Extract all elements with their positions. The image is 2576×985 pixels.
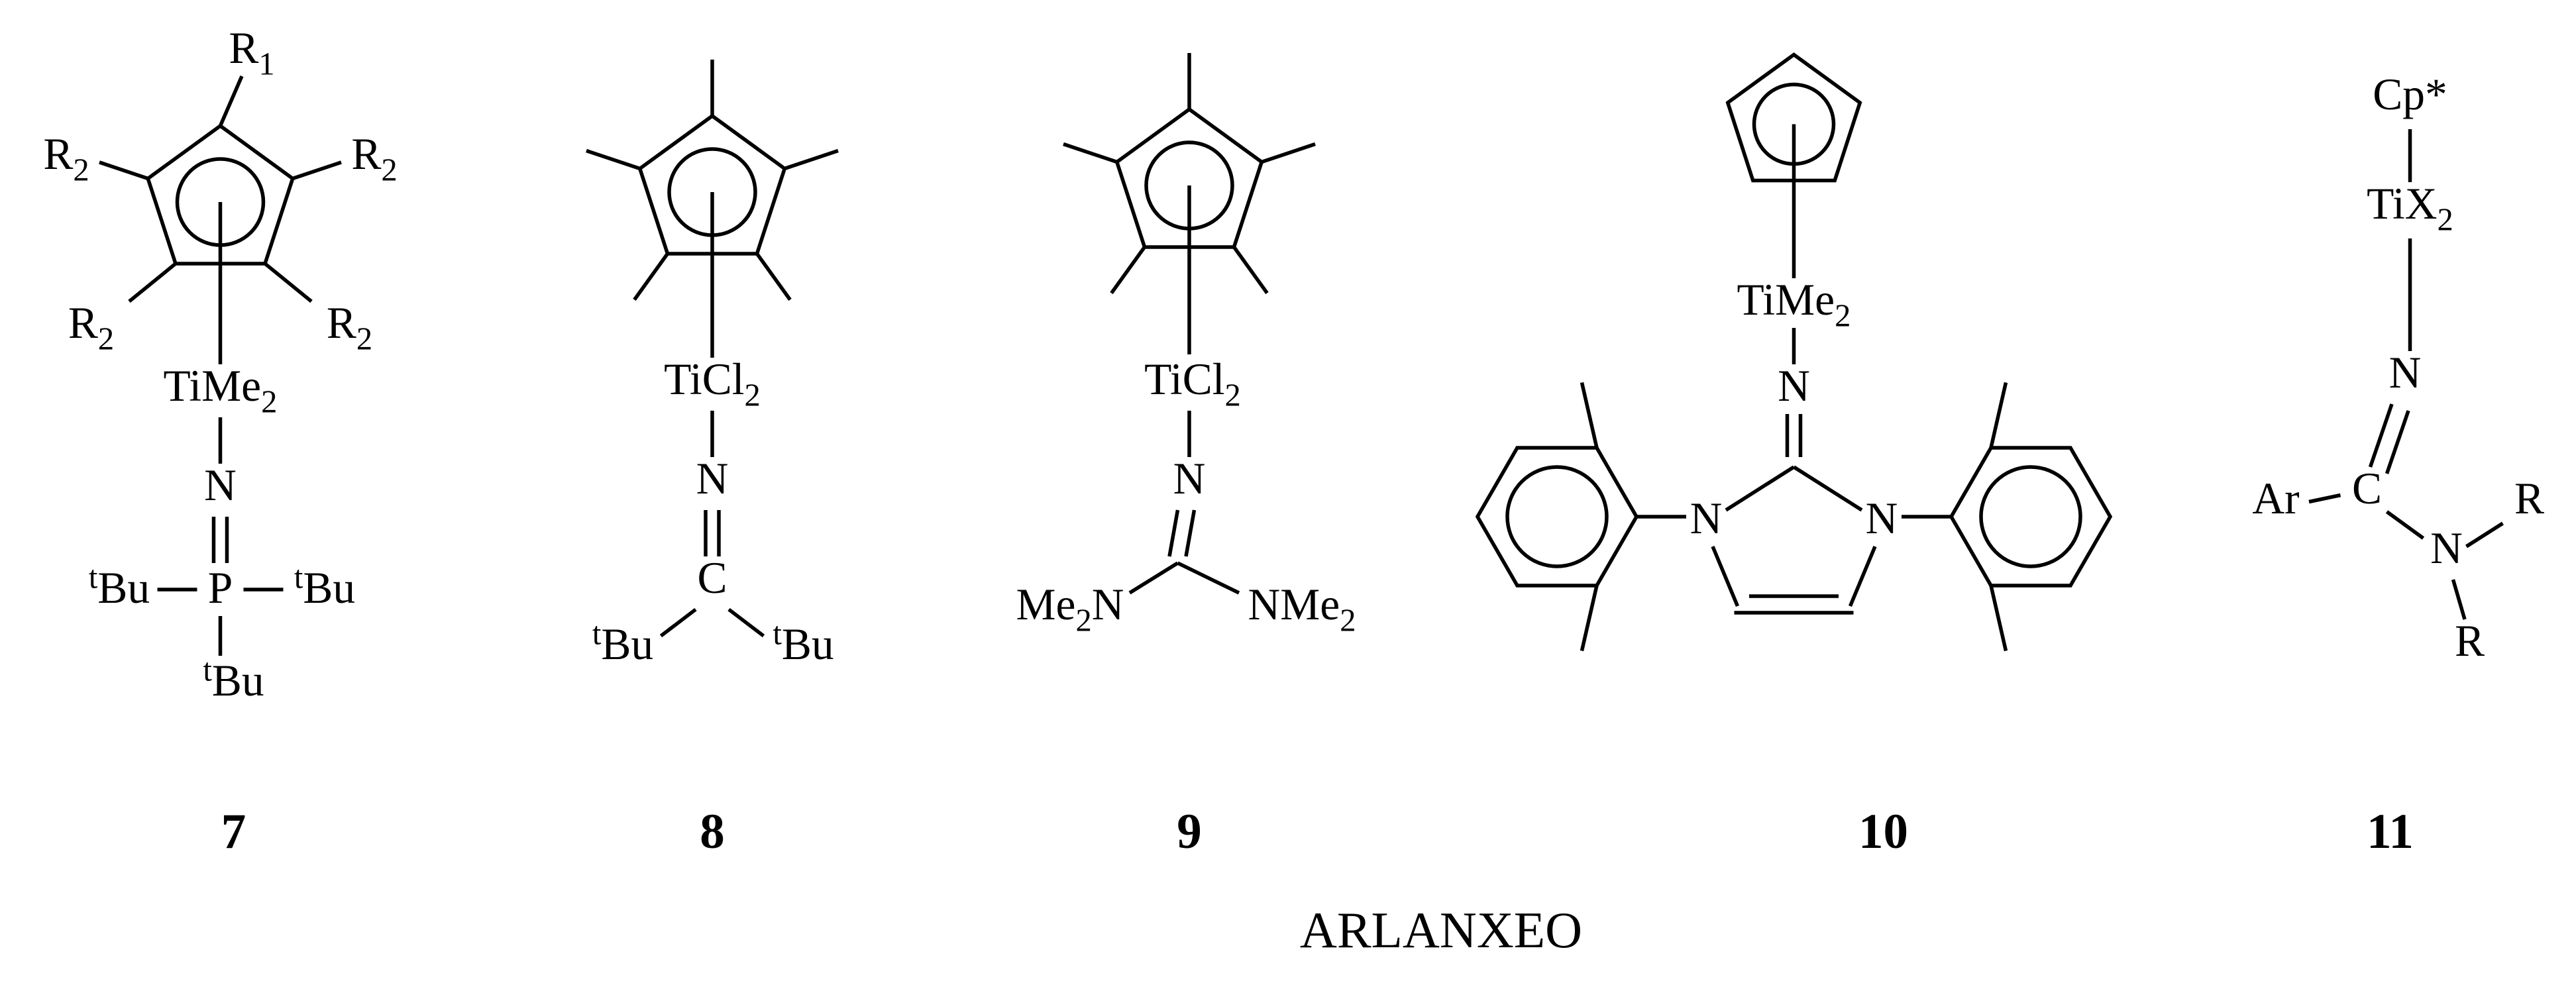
s9-nme2-right-label: NMe2: [1248, 580, 1356, 639]
s11-metal-label: TiX2: [2367, 179, 2453, 238]
structure-9-bonds: [1063, 53, 1316, 595]
s11-imine-nitrogen-label: N: [2389, 348, 2422, 397]
s11-r-lower-label: R: [2455, 616, 2485, 666]
structure-11: Cp* TiX2 N C Ar N R R 11: [2252, 70, 2544, 859]
s7-r2-upper-right-label: R2: [351, 129, 397, 188]
structure-8-bonds: [586, 60, 839, 638]
s8-nitrogen-label: N: [696, 454, 729, 503]
structure-10-bonds: [1475, 52, 2113, 652]
structure-8: TiCl2 N C tBu tBu 8: [586, 60, 839, 859]
s8-tbu-right-label: tBu: [773, 616, 833, 669]
s11-carbon-label: C: [2352, 464, 2382, 513]
s11-number: 11: [2367, 804, 2414, 859]
s9-nme2-left-label: Me2N: [1016, 580, 1124, 639]
aromatic-circle: [1505, 465, 1609, 568]
s7-number: 7: [221, 804, 246, 859]
s10-metal-label: TiMe2: [1737, 275, 1851, 334]
scheme-caption: ARLANXEO: [1300, 902, 1582, 959]
s11-r-upper-label: R: [2514, 474, 2544, 523]
s8-tbu-left-label: tBu: [592, 616, 653, 669]
s9-nitrogen-label: N: [1173, 454, 1206, 503]
structure-7-bonds: [99, 75, 342, 656]
s7-r1-label: R1: [229, 23, 274, 82]
s11-cp-star-label: Cp*: [2373, 70, 2447, 119]
s7-phosphorus-label: P: [208, 563, 233, 613]
structure-9: TiCl2 N Me2N NMe2 9: [1016, 53, 1356, 859]
s7-r2-upper-left-label: R2: [43, 129, 89, 188]
s11-amine-nitrogen-label: N: [2430, 523, 2463, 573]
aromatic-circle: [1979, 465, 2082, 568]
s10-imine-nitrogen-label: N: [1778, 361, 1810, 411]
structure-10: TiMe2 N N N 10: [1475, 52, 2113, 859]
s9-number: 9: [1177, 804, 1202, 859]
s8-number: 8: [700, 804, 725, 859]
s7-nitrogen-label: N: [204, 460, 237, 510]
s7-tbu-right-label: tBu: [294, 560, 355, 613]
s7-r2-lower-left-label: R2: [68, 298, 114, 357]
s7-r2-lower-right-label: R2: [327, 298, 372, 357]
s8-metal-label: TiCl2: [664, 354, 761, 413]
structure-11-bonds: [2308, 129, 2504, 620]
s8-carbon-label: C: [697, 553, 727, 603]
s11-aryl-label: Ar: [2252, 474, 2299, 523]
s7-tbu-left-label: tBu: [89, 560, 150, 613]
s10-ring-nitrogen-right-label: N: [1866, 493, 1898, 543]
s7-tbu-bottom-label: tBu: [203, 652, 264, 705]
structure-7: R1 R2 R2 R2 R2 TiMe2 N P tBu tBu tBu 7: [43, 23, 397, 859]
s9-metal-label: TiCl2: [1144, 354, 1241, 413]
s7-metal-label: TiMe2: [164, 361, 278, 420]
s10-ring-nitrogen-left-label: N: [1690, 493, 1723, 543]
s10-number: 10: [1858, 804, 1908, 859]
